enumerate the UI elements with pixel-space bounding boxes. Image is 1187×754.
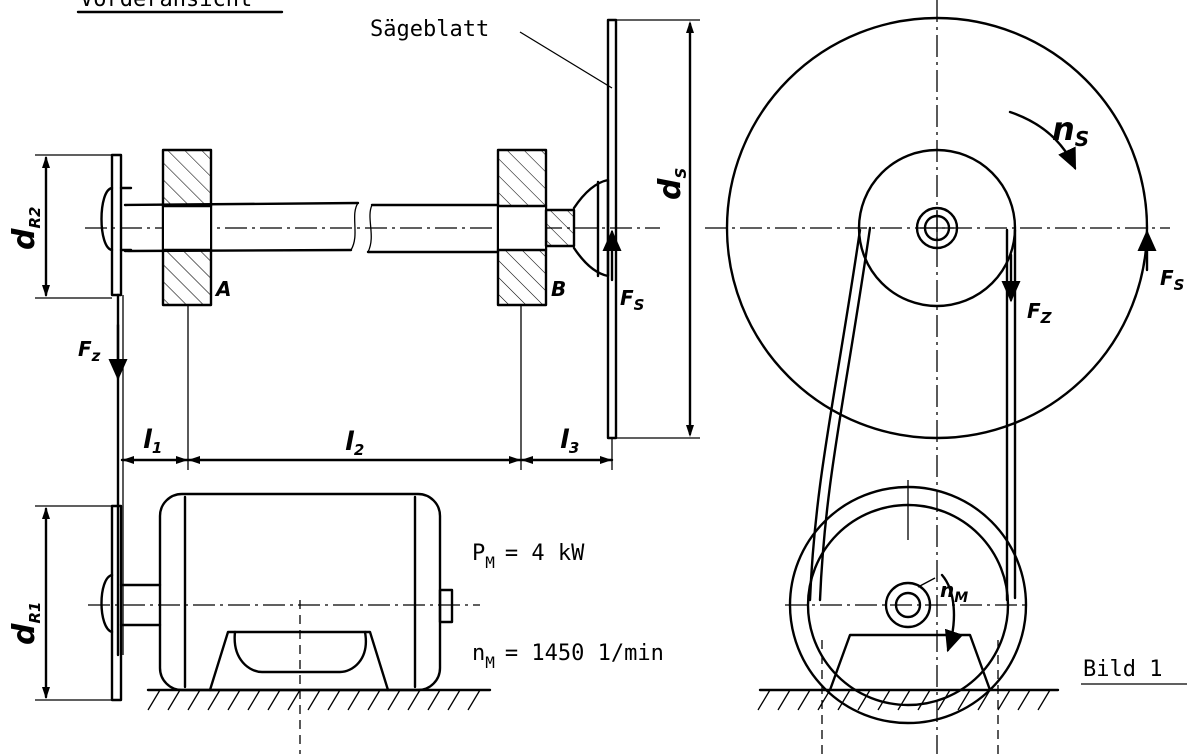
pulley-r1-disk — [110, 504, 123, 702]
fs-right-label: FS — [1160, 266, 1184, 294]
pulley-r2-disk — [110, 153, 123, 297]
nm-label: nM — [940, 578, 968, 606]
d-s-label: dS — [653, 168, 690, 200]
side-view — [705, 0, 1170, 754]
bearing-a-housing — [161, 148, 213, 307]
motor-side-view — [88, 492, 492, 754]
l2-label: l2 — [345, 427, 364, 459]
pulley-r2-hub — [100, 186, 114, 252]
power-spec: PM= 4 kW — [472, 541, 585, 572]
saw-blade-leader — [519, 31, 613, 89]
view-title-text: Vorderansicht — [80, 0, 252, 12]
saw-blade-side — [606, 18, 618, 440]
svg-text:dS: dS — [653, 168, 690, 200]
l1-label: l1 — [143, 425, 162, 457]
d-r2-label: dR2 — [7, 207, 44, 250]
labels: Sägeblatt A B Bild 1 dR2 dR1 dS Fz FS FZ… — [7, 17, 1187, 685]
collar — [544, 208, 576, 248]
bearing-a-label: A — [214, 277, 231, 301]
pulley-r2-circle — [857, 148, 1017, 308]
motor-foot — [208, 630, 390, 692]
saw-blade-label: Sägeblatt — [370, 17, 489, 42]
pulley-r1-hub — [100, 573, 114, 634]
view-title: Vorderansicht — [76, 0, 284, 14]
shaft-top-left — [123, 201, 360, 207]
nm-rotation-arrow — [940, 573, 964, 653]
shaft-bottom-left — [123, 248, 353, 253]
dimension-lines — [35, 19, 700, 701]
ns-rotation-arrow — [1008, 110, 1077, 171]
l3-label: l3 — [560, 425, 579, 457]
ns-label: nS — [1052, 110, 1089, 151]
svg-text:dR2: dR2 — [7, 207, 44, 250]
shaft-assembly — [85, 18, 660, 657]
bearing-b-label: B — [551, 277, 566, 301]
fz-left-label: Fz — [78, 337, 101, 365]
belt-left-outer — [808, 228, 862, 602]
motor-foot-side — [828, 633, 992, 692]
d-r1-label: dR1 — [7, 602, 44, 645]
svg-text:dR1: dR1 — [7, 602, 44, 645]
fs-left-label: FS — [620, 286, 644, 314]
figure-label: Bild 1 — [1083, 657, 1162, 682]
fz-right-label: FZ — [1027, 299, 1053, 327]
speed-spec: nM= 1450 1/min — [472, 641, 664, 672]
